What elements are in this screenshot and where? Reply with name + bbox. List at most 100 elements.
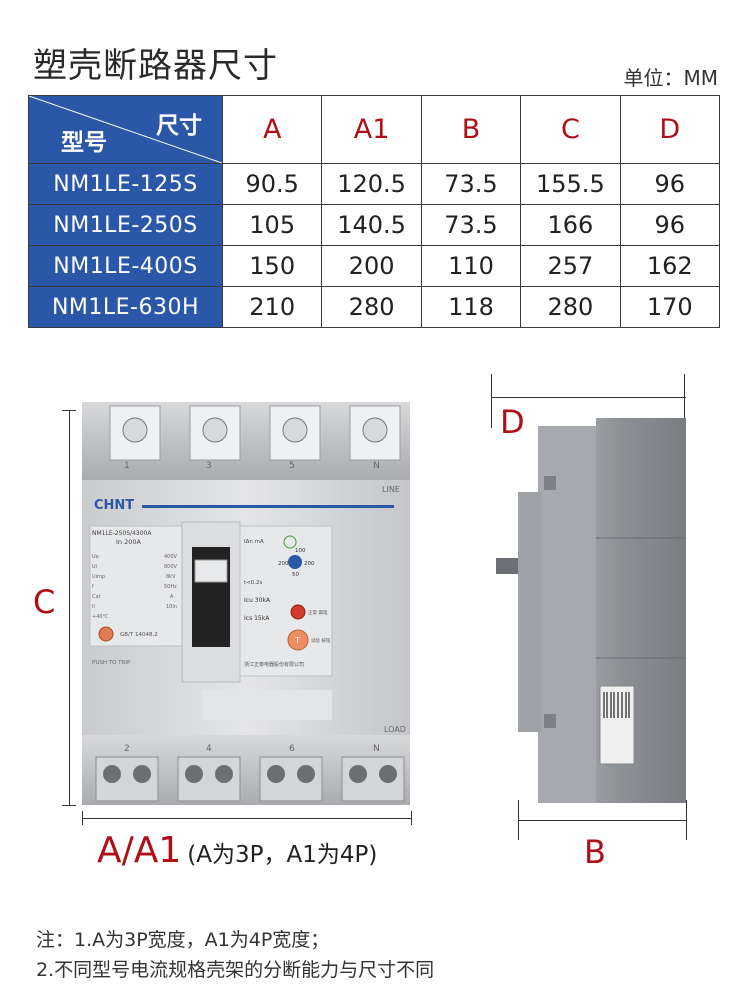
cell-value: 280 [520, 286, 621, 328]
terminal-n-top: N [373, 461, 380, 471]
cell-value: 280 [321, 286, 422, 328]
cell-value: 162 [619, 245, 721, 287]
c-dimension-tick-bottom [62, 805, 76, 806]
brand-stripe [142, 505, 394, 508]
terminal-2: 2 [124, 744, 130, 754]
load-label: LOAD [384, 725, 406, 734]
test-button-label: 试验 按钮 [311, 637, 331, 644]
svg-text:8kV: 8kV [166, 574, 176, 580]
row-model: NM1LE-400S [28, 245, 223, 287]
push-to-trip-button [98, 626, 114, 642]
b-dimension-tick-left [518, 800, 519, 840]
cell-value: 210 [221, 286, 323, 328]
svg-text:Uimp: Uimp [92, 574, 105, 580]
ccc-mark-icon [283, 535, 297, 549]
a-a1-caption: A/A1(A为3P，A1为4P) [97, 830, 377, 871]
c-label: C [33, 583, 56, 621]
terminal-4: 4 [206, 744, 212, 754]
cell-value: 200 [321, 245, 422, 287]
svg-text:50Hz: 50Hz [164, 584, 177, 590]
terminal-6: 6 [289, 744, 295, 754]
row-model: NM1LE-125S [28, 163, 223, 205]
a-dimension-tick-right [411, 811, 412, 825]
row-model: NM1LE-630H [28, 286, 223, 328]
svg-text:Ui: Ui [92, 564, 97, 570]
terminal-5: 5 [289, 461, 295, 471]
bottom-terminals [95, 756, 405, 802]
breaker-side-photo [496, 418, 686, 803]
svg-text:Ii: Ii [92, 604, 95, 610]
c-dimension-line [69, 410, 70, 806]
time-label: t<0.2s [244, 580, 263, 586]
cell-value: 118 [420, 286, 522, 328]
test-button-glyph: T [294, 636, 300, 645]
terminal-1: 1 [124, 461, 130, 471]
col-header-a: A [221, 95, 323, 164]
note-line-2: 2.不同型号电流规格壳架的分断能力与尺寸不同 [36, 959, 435, 981]
side-clip [544, 714, 556, 728]
svg-text:A: A [170, 594, 174, 600]
side-barcode-label [599, 685, 635, 765]
col-header-a1: A1 [321, 95, 422, 164]
leakage-panel [239, 525, 333, 677]
table-row: NM1LE-125S 90.5 120.5 73.5 155.5 96 [28, 163, 721, 205]
push-to-trip-label: PUSH TO TRIP [92, 660, 131, 666]
warning-label [202, 690, 332, 720]
leak-value: 200 [304, 561, 315, 567]
cell-value: 166 [520, 204, 621, 246]
leak-value: 100 [295, 548, 306, 554]
cell-value: 155.5 [520, 163, 621, 205]
icu-label: Icu 30kA [244, 597, 271, 604]
corner-diagonal [29, 96, 222, 163]
a-a1-note: (A为3P，A1为4P) [187, 842, 378, 868]
corner-size-label: 尺寸 [156, 113, 202, 139]
table-row: NM1LE-400S 150 200 110 257 162 [28, 245, 721, 287]
cell-value: 96 [619, 163, 721, 205]
cell-value: 105 [221, 204, 323, 246]
svg-text:Ue: Ue [92, 554, 99, 560]
svg-text:400V: 400V [164, 554, 178, 560]
col-header-d: D [619, 95, 721, 164]
maker-label: 浙江正泰电器股份有限公司 [244, 661, 304, 668]
svg-text:800V: 800V [164, 564, 178, 570]
cell-value: 110 [420, 245, 522, 287]
cell-value: 120.5 [321, 163, 422, 205]
side-clip [544, 476, 556, 490]
side-protrusion [518, 492, 542, 732]
table-header-row: 尺寸 型号 A A1 B C D [28, 95, 721, 164]
side-handle-tip [496, 558, 518, 574]
col-header-c: C [520, 95, 621, 164]
standard-label: GB/T 14048.2 [120, 632, 158, 638]
unit-label: 单位：MM [623, 66, 718, 90]
cell-value: 90.5 [221, 163, 323, 205]
leak-indicator-button [290, 604, 306, 620]
cell-value: 140.5 [321, 204, 422, 246]
table-row: NM1LE-250S 105 140.5 73.5 166 96 [28, 204, 721, 246]
leak-label: IΔn mA [244, 539, 264, 545]
cell-value: 73.5 [420, 163, 522, 205]
cell-value: 73.5 [420, 204, 522, 246]
c-dimension-tick-top [62, 410, 76, 411]
rating-plate: In 200A [116, 538, 142, 546]
a-a1-label: A/A1 [97, 830, 182, 871]
test-button [287, 629, 309, 651]
d-dimension-tick-right [684, 374, 685, 428]
cell-value: 96 [619, 204, 721, 246]
indicator-label: 正常 漏电 [308, 609, 328, 616]
brand-logo: CHNT [94, 498, 134, 513]
b-dimension-tick-right [686, 800, 687, 840]
table-row: NM1LE-630H 210 280 118 280 170 [28, 286, 721, 328]
corner-model-label: 型号 [61, 130, 107, 156]
a-dimension-tick-left [82, 811, 83, 825]
dimension-table: 尺寸 型号 A A1 B C D NM1LE-125S 90.5 120.5 7… [28, 95, 721, 328]
d-dimension-tick-left [491, 374, 492, 428]
model-plate: NM1LE-250S/4300A [92, 530, 152, 537]
operating-handle [194, 559, 228, 583]
leak-value: 200 [278, 561, 289, 567]
top-terminals [109, 405, 401, 461]
cell-value: 170 [619, 286, 721, 328]
svg-text:10In: 10In [166, 604, 177, 610]
d-dimension-line [492, 397, 686, 398]
leak-value: 50 [292, 572, 299, 578]
